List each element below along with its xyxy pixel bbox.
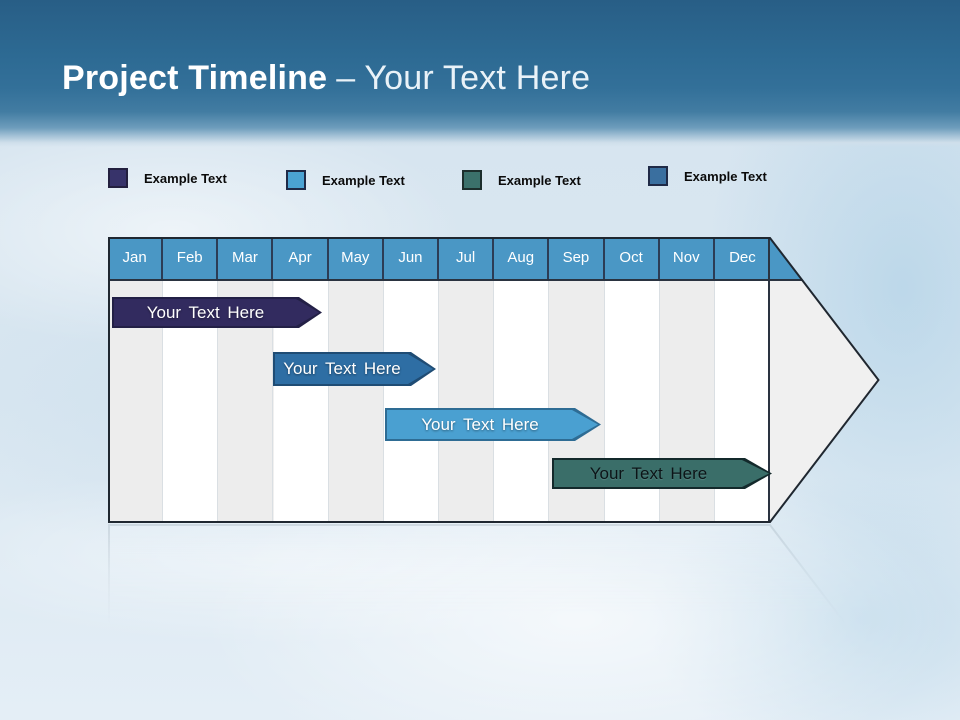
month-cell-jun: Jun xyxy=(384,237,439,279)
month-cell-oct: Oct xyxy=(605,237,660,279)
month-cell-aug: Aug xyxy=(494,237,550,279)
task-bar-4: Your Text Here xyxy=(552,458,772,489)
month-cell-jul: Jul xyxy=(439,237,495,279)
task-bar-fill xyxy=(275,354,433,384)
task-bar-fill xyxy=(114,299,319,326)
legend-item-3: Example Text xyxy=(462,170,581,190)
month-column xyxy=(439,281,495,523)
month-cell-dec: Dec xyxy=(729,249,756,266)
page-title-main: Project Timeline xyxy=(62,59,328,97)
legend-label: Example Text xyxy=(498,172,581,188)
month-cell-jan: Jan xyxy=(108,237,164,279)
task-bar-fill xyxy=(387,410,598,439)
month-column xyxy=(328,281,384,523)
month-cell-apr: Apr xyxy=(274,237,329,279)
legend-item-2: Example Text xyxy=(286,170,405,190)
month-cell-sep: Sep xyxy=(549,237,605,279)
month-cell-may: May xyxy=(329,237,384,279)
task-bar-fill xyxy=(554,460,769,487)
task-bar-2: Your Text Here xyxy=(273,352,436,386)
task-bar-label: Your Text Here xyxy=(421,414,539,434)
task-bar-label: Your Text Here xyxy=(146,302,265,322)
month-column xyxy=(494,281,550,523)
task-bar-3: Your Text Here xyxy=(385,408,601,441)
timeline-reflection xyxy=(108,524,880,642)
month-column xyxy=(383,281,439,523)
page-title: Project Timeline– Your Text Here xyxy=(62,58,590,98)
legend-label: Example Text xyxy=(684,168,767,184)
page-title-sub: – Your Text Here xyxy=(336,59,591,97)
month-cell-feb: Feb xyxy=(163,237,219,279)
legend-swatch-icon xyxy=(648,166,668,186)
legend-label: Example Text xyxy=(322,172,405,188)
legend-label: Example Text xyxy=(144,170,227,186)
legend-swatch-icon xyxy=(462,170,482,190)
legend-item-4: Example Text xyxy=(648,166,767,186)
month-cell-mar: Mar xyxy=(218,237,274,279)
legend-item-1: Example Text xyxy=(108,168,227,188)
task-bar-label: Your Text Here xyxy=(283,359,401,378)
task-bar-label: Your Text Here xyxy=(589,463,708,483)
title-banner xyxy=(0,0,960,147)
legend-swatch-icon xyxy=(108,168,128,188)
legend-swatch-icon xyxy=(286,170,306,190)
month-cell-nov: Nov xyxy=(660,237,715,279)
task-bar-1: Your Text Here xyxy=(112,297,322,328)
